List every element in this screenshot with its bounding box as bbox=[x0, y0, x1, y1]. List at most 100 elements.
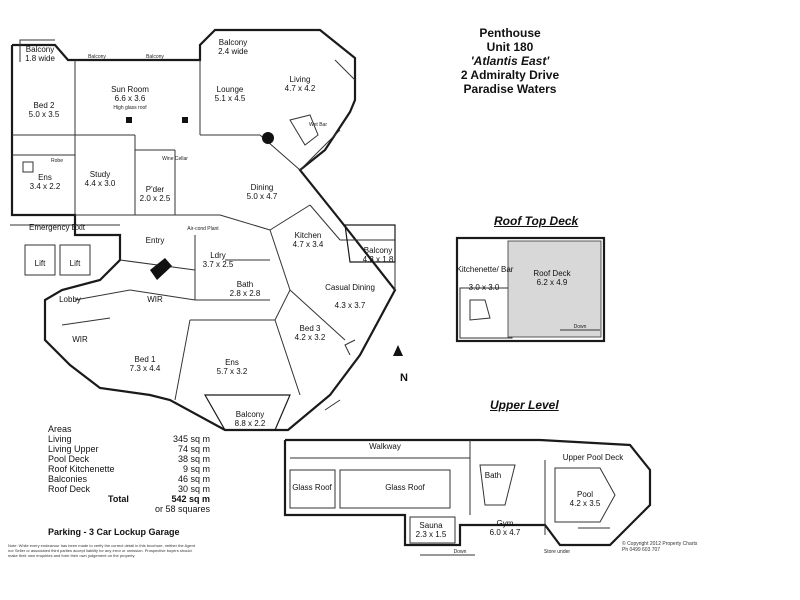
areas-total-value: 542 sq m bbox=[171, 494, 210, 504]
areas-heading: Areas bbox=[48, 424, 72, 434]
ens-left-label: Ens bbox=[38, 173, 52, 182]
pool-size: 4.2 x 3.5 bbox=[570, 499, 601, 508]
sauna-size: 2.3 x 1.5 bbox=[416, 530, 447, 539]
casual-dining-label: Casual Dining bbox=[325, 283, 375, 292]
roof-top-deck-plan bbox=[455, 236, 606, 343]
kitchen-label: Kitchen bbox=[295, 231, 322, 240]
roof-deck-label: Roof Deck bbox=[533, 269, 571, 278]
parking-text: Parking - 3 Car Lockup Garage bbox=[48, 527, 180, 537]
areas-total-label: Total bbox=[108, 494, 129, 504]
living-size: 4.7 x 4.2 bbox=[285, 84, 316, 93]
area-row-value: 46 sq m bbox=[177, 474, 210, 484]
glass-roof-2-label: Glass Roof bbox=[385, 483, 425, 492]
sun-room-size: 6.6 x 3.6 bbox=[115, 94, 146, 103]
area-row: Living 345 sq m bbox=[48, 434, 210, 444]
roof-top-heading: Roof Top Deck bbox=[494, 214, 579, 228]
emergency-exit-label: Emergency Exit bbox=[29, 223, 86, 232]
title-line-3: 'Atlantis East' bbox=[470, 54, 550, 68]
ens-size: 5.7 x 3.2 bbox=[217, 367, 248, 376]
gym-label: Gym bbox=[497, 519, 514, 528]
area-row: Pool Deck 38 sq m bbox=[48, 454, 210, 464]
lift2-label: Lift bbox=[70, 259, 81, 268]
balcony-top-label: Balcony bbox=[219, 38, 247, 47]
glass-roof-1-label: Glass Roof bbox=[292, 483, 332, 492]
copyright-text: © Copyright 2012 Property Charts Ph 0499… bbox=[622, 541, 698, 553]
pder-size: 2.0 x 2.5 bbox=[140, 194, 171, 203]
upper-level-heading: Upper Level bbox=[490, 398, 559, 412]
areas-alt: or 58 squares bbox=[154, 504, 210, 514]
dining-label: Dining bbox=[251, 183, 274, 192]
main-floor-walls bbox=[10, 28, 397, 432]
balcony-right-size: 4.3 x 1.8 bbox=[363, 255, 394, 264]
balcony-small-b-label: Balcony bbox=[146, 54, 164, 60]
lounge-size: 5.1 x 4.5 bbox=[215, 94, 246, 103]
wir1-label: WIR bbox=[147, 295, 163, 304]
roof-down-label: Down bbox=[574, 324, 587, 330]
upper-bath-label: Bath bbox=[485, 471, 501, 480]
wine-cellar-label: Wine Cellar bbox=[162, 156, 188, 162]
area-row-label: Roof Deck bbox=[48, 484, 91, 494]
pder-label: P'der bbox=[146, 185, 165, 194]
balcony-right-label: Balcony bbox=[364, 246, 392, 255]
ens-left-size: 3.4 x 2.2 bbox=[30, 182, 61, 191]
sun-room-note: High glass roof bbox=[113, 105, 147, 111]
balcony-top-size: 2.4 wide bbox=[218, 47, 248, 56]
north-arrow-icon bbox=[393, 345, 403, 356]
area-row-label: Pool Deck bbox=[48, 454, 90, 464]
area-row: Roof Deck 30 sq m bbox=[48, 484, 210, 494]
area-row-value: 38 sq m bbox=[177, 454, 210, 464]
disclaimer-note: Note: While every endeavour has been mad… bbox=[8, 543, 195, 558]
area-row-value: 30 sq m bbox=[177, 484, 210, 494]
areas-total-row: Total 542 sq m bbox=[48, 494, 210, 504]
study-size: 4.4 x 3.0 bbox=[85, 179, 116, 188]
area-row-label: Living bbox=[48, 434, 72, 444]
bed3-size: 4.2 x 3.2 bbox=[295, 333, 326, 342]
bed1-size: 7.3 x 4.4 bbox=[130, 364, 161, 373]
title-line-5: Paradise Waters bbox=[463, 82, 557, 96]
property-title: Penthouse Unit 180 'Atlantis East' 2 Adm… bbox=[430, 26, 590, 96]
upper-level-plan bbox=[283, 438, 652, 556]
ldry-label: Ldry bbox=[210, 251, 226, 260]
balcony-left-size: 1.8 wide bbox=[25, 54, 55, 63]
balcony-left-label: Balcony bbox=[26, 45, 54, 54]
wir2-label: WIR bbox=[72, 335, 88, 344]
bath-size: 2.8 x 2.8 bbox=[230, 289, 261, 298]
casual-dining-size: 4.3 x 3.7 bbox=[335, 301, 366, 310]
compass-label: N bbox=[400, 372, 408, 384]
title-line-2: Unit 180 bbox=[486, 40, 534, 54]
area-row-value: 74 sq m bbox=[177, 444, 210, 454]
kitchenette-label: Kitchenette/ Bar bbox=[457, 265, 514, 274]
area-row-label: Living Upper bbox=[48, 444, 99, 454]
area-row-value: 345 sq m bbox=[172, 434, 210, 444]
wet-bar-label: Wet Bar bbox=[309, 122, 327, 128]
bed3-label: Bed 3 bbox=[300, 324, 321, 333]
lounge-label: Lounge bbox=[217, 85, 244, 94]
sun-room-label: Sun Room bbox=[111, 85, 149, 94]
lobby-label: Lobby bbox=[59, 295, 81, 304]
title-line-4: 2 Admiralty Drive bbox=[460, 68, 560, 82]
area-row-value: 9 sq m bbox=[182, 464, 210, 474]
balcony-small-a-label: Balcony bbox=[88, 54, 106, 60]
store-label: Store under bbox=[544, 549, 570, 555]
walkway-label: Walkway bbox=[369, 442, 401, 451]
area-row-label: Roof Kitchenette bbox=[48, 464, 115, 474]
living-label: Living bbox=[290, 75, 311, 84]
kitchen-size: 4.7 x 3.4 bbox=[293, 240, 324, 249]
balcony-bottom-label: Balcony bbox=[236, 410, 264, 419]
balcony-bottom-size: 8.8 x 2.2 bbox=[235, 419, 266, 428]
kitchenette-size: 3.0 x 3.0 bbox=[469, 283, 500, 292]
area-row: Roof Kitchenette 9 sq m bbox=[48, 464, 210, 474]
ens-label: Ens bbox=[225, 358, 239, 367]
upper-pool-deck-label: Upper Pool Deck bbox=[563, 453, 624, 462]
bed2-size: 5.0 x 3.5 bbox=[29, 110, 60, 119]
study-label: Study bbox=[90, 170, 110, 179]
upper-down-label: Down bbox=[454, 549, 467, 555]
title-line-1: Penthouse bbox=[479, 26, 541, 40]
lift1-label: Lift bbox=[35, 259, 46, 268]
bed1-label: Bed 1 bbox=[135, 355, 156, 364]
bed2-label: Bed 2 bbox=[34, 101, 55, 110]
area-row: Living Upper 74 sq m bbox=[48, 444, 210, 454]
